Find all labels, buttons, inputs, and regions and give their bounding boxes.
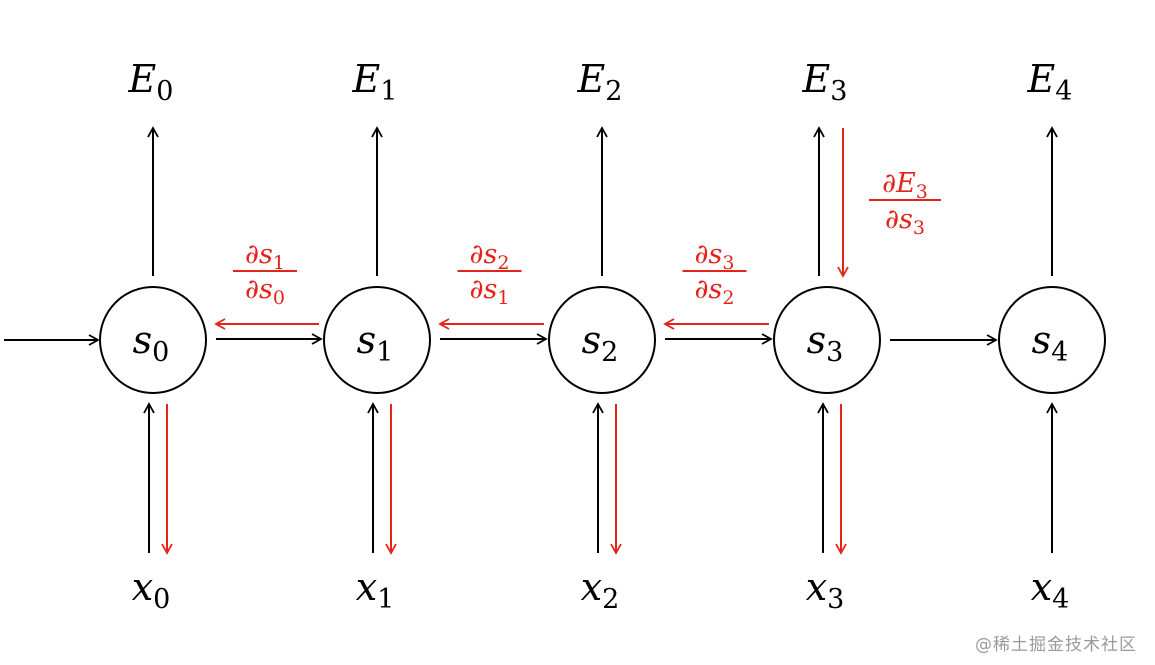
arrows-layer [4, 126, 1058, 555]
nodes-layer: s0 s1 s2 s3 s4 [99, 286, 1106, 394]
fraction-denominator: ∂s3 [885, 204, 925, 239]
state-node-4: s4 [998, 286, 1106, 394]
input-label-0: x0 [132, 565, 171, 615]
state-node-2: s2 [548, 286, 656, 394]
watermark: @稀土掘金技术社区 [975, 635, 1137, 655]
fraction-numerator: ∂E3 [882, 168, 928, 203]
labels-layer: E0x0E1x1E2x2E3x3E4x4∂s1∂s0∂s2∂s1∂s3∂s2∂E… [128, 57, 1073, 615]
state-node-0: s0 [99, 286, 207, 394]
fraction-denominator: ∂s0 [245, 274, 285, 309]
input-label-1: x1 [356, 565, 395, 615]
input-label-2: x2 [581, 565, 620, 615]
state-circle [323, 286, 431, 394]
state-label: s1 [357, 318, 394, 368]
fraction-numerator: ∂s1 [245, 239, 285, 274]
error-label-4: E4 [1027, 57, 1073, 107]
backprop-fraction-2-1: ∂s2∂s1 [457, 239, 522, 309]
input-label-4: x4 [1031, 565, 1070, 615]
state-label: s2 [582, 318, 619, 368]
state-label: s0 [133, 318, 170, 368]
state-circle [548, 286, 656, 394]
fraction-denominator: ∂s2 [695, 274, 735, 309]
fraction-numerator: ∂s3 [695, 239, 735, 274]
fraction-denominator: ∂s1 [470, 274, 510, 309]
error-label-0: E0 [128, 57, 174, 107]
backprop-fraction-3-2: ∂s3∂s2 [682, 239, 747, 309]
error-label-3: E3 [802, 57, 848, 107]
input-label-3: x3 [806, 565, 845, 615]
error-label-2: E2 [577, 57, 623, 107]
state-circle [773, 286, 881, 394]
output-gradient-fraction: ∂E3∂s3 [869, 168, 941, 239]
state-label: s3 [807, 318, 844, 368]
state-node-3: s3 [773, 286, 881, 394]
state-circle [99, 286, 207, 394]
error-label-1: E1 [352, 57, 398, 107]
fraction-numerator: ∂s2 [470, 239, 510, 274]
state-label: s4 [1032, 318, 1069, 368]
state-circle [998, 286, 1106, 394]
state-node-1: s1 [323, 286, 431, 394]
backprop-fraction-1-0: ∂s1∂s0 [233, 239, 297, 309]
